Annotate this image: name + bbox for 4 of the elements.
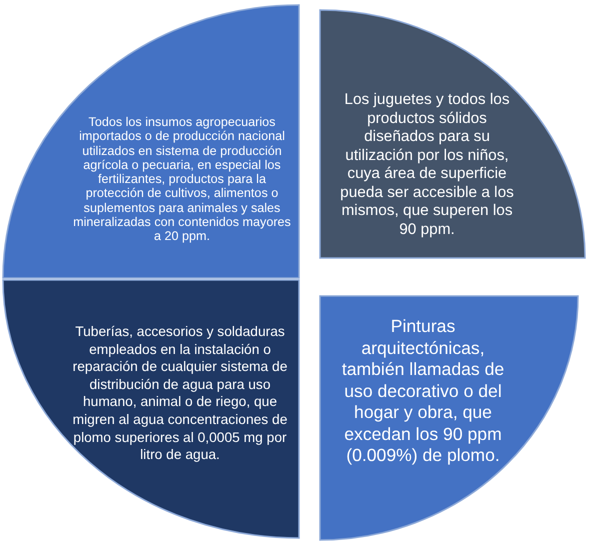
description-text: Los juguetes y todos los productos sólidos diseñados para su utilización por los niños, cuya área de superficie pueda ser accesible a los mismos, que superen los 90 ppm. [339, 91, 515, 239]
description-text: Tuberías, accesorios y soldaduras empleados en la instalación o reparación de cualquier sistema de distribución de agua para uso humano, animal o de riego, que migren al agua concentraciones de plomo superiores al 0,0005 mg por litro de agua. [72, 323, 288, 464]
description-text: Pinturas arquitectónicas, también llamadas de uso decorativo o del hogar y obra, que excedan los 90 ppm (0.009%) de plomo. [340, 316, 506, 466]
description-text: Todos los insumos agropecuarios importados o de producción nacional utilizados en sistema de producción agrícola o pecuaria, en especial los fertilizantes, productos para la protección de cultivos, alimentos o suplementos para animales y sales mineralizadas con contenidos mayores a 20 ppm. [73, 115, 291, 244]
